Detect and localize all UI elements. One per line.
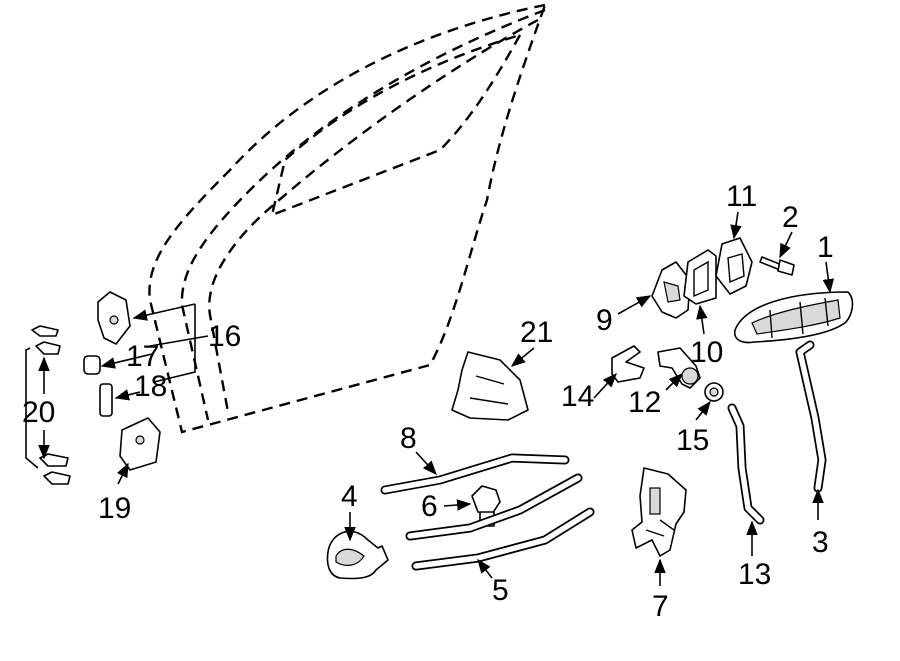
- callout-14: 14: [561, 380, 594, 413]
- door-latch: [631, 467, 687, 557]
- hinge-pin: [99, 383, 113, 417]
- latch-gasket: [683, 249, 717, 305]
- striker-bracket: [651, 261, 691, 319]
- callout-9: 9: [596, 304, 613, 337]
- callout-16: 16: [208, 320, 241, 353]
- grommet: [704, 382, 724, 402]
- callout-11: 11: [726, 180, 757, 213]
- callout-21: 21: [520, 316, 553, 349]
- lower-hinge: [119, 417, 161, 471]
- callout-3: 3: [812, 526, 829, 559]
- middle-rod: [405, 473, 583, 541]
- callout-2: 2: [782, 201, 799, 234]
- lock-rod: [411, 507, 595, 571]
- callout-17: 17: [126, 340, 159, 373]
- callout-7: 7: [652, 590, 669, 623]
- callout-13: 13: [738, 558, 771, 591]
- latch-pad: [715, 237, 753, 295]
- callout-20: 20: [22, 396, 55, 429]
- handle-screw: [759, 256, 795, 276]
- callout-6: 6: [421, 490, 438, 523]
- callout-10: 10: [690, 336, 723, 369]
- callout-18: 18: [134, 370, 167, 403]
- door-outline: [148, 3, 547, 434]
- inside-handle-rod: [380, 453, 570, 495]
- callout-12: 12: [628, 386, 661, 419]
- latch-shield: [451, 351, 529, 421]
- lock-bracket: [326, 530, 389, 580]
- callout-4: 4: [341, 480, 358, 513]
- callout-8: 8: [400, 422, 417, 455]
- leader-lines: [25, 211, 834, 586]
- handle-rod: [795, 340, 827, 493]
- lock-cylinder-rod: [727, 403, 765, 525]
- callout-5: 5: [492, 574, 509, 607]
- hinge-bushing: [83, 355, 101, 375]
- callout-1: 1: [817, 231, 834, 264]
- callout-19: 19: [98, 492, 131, 525]
- callout-labels: 1 2 3 4 5 6 7 8 9 10 11 12 13 14 15 16 1…: [22, 180, 834, 623]
- lock-cylinder: [657, 347, 701, 389]
- upper-hinge: [97, 291, 131, 345]
- callout-15: 15: [676, 424, 709, 457]
- outside-door-handle: [733, 291, 854, 344]
- cylinder-retainer: [611, 345, 645, 383]
